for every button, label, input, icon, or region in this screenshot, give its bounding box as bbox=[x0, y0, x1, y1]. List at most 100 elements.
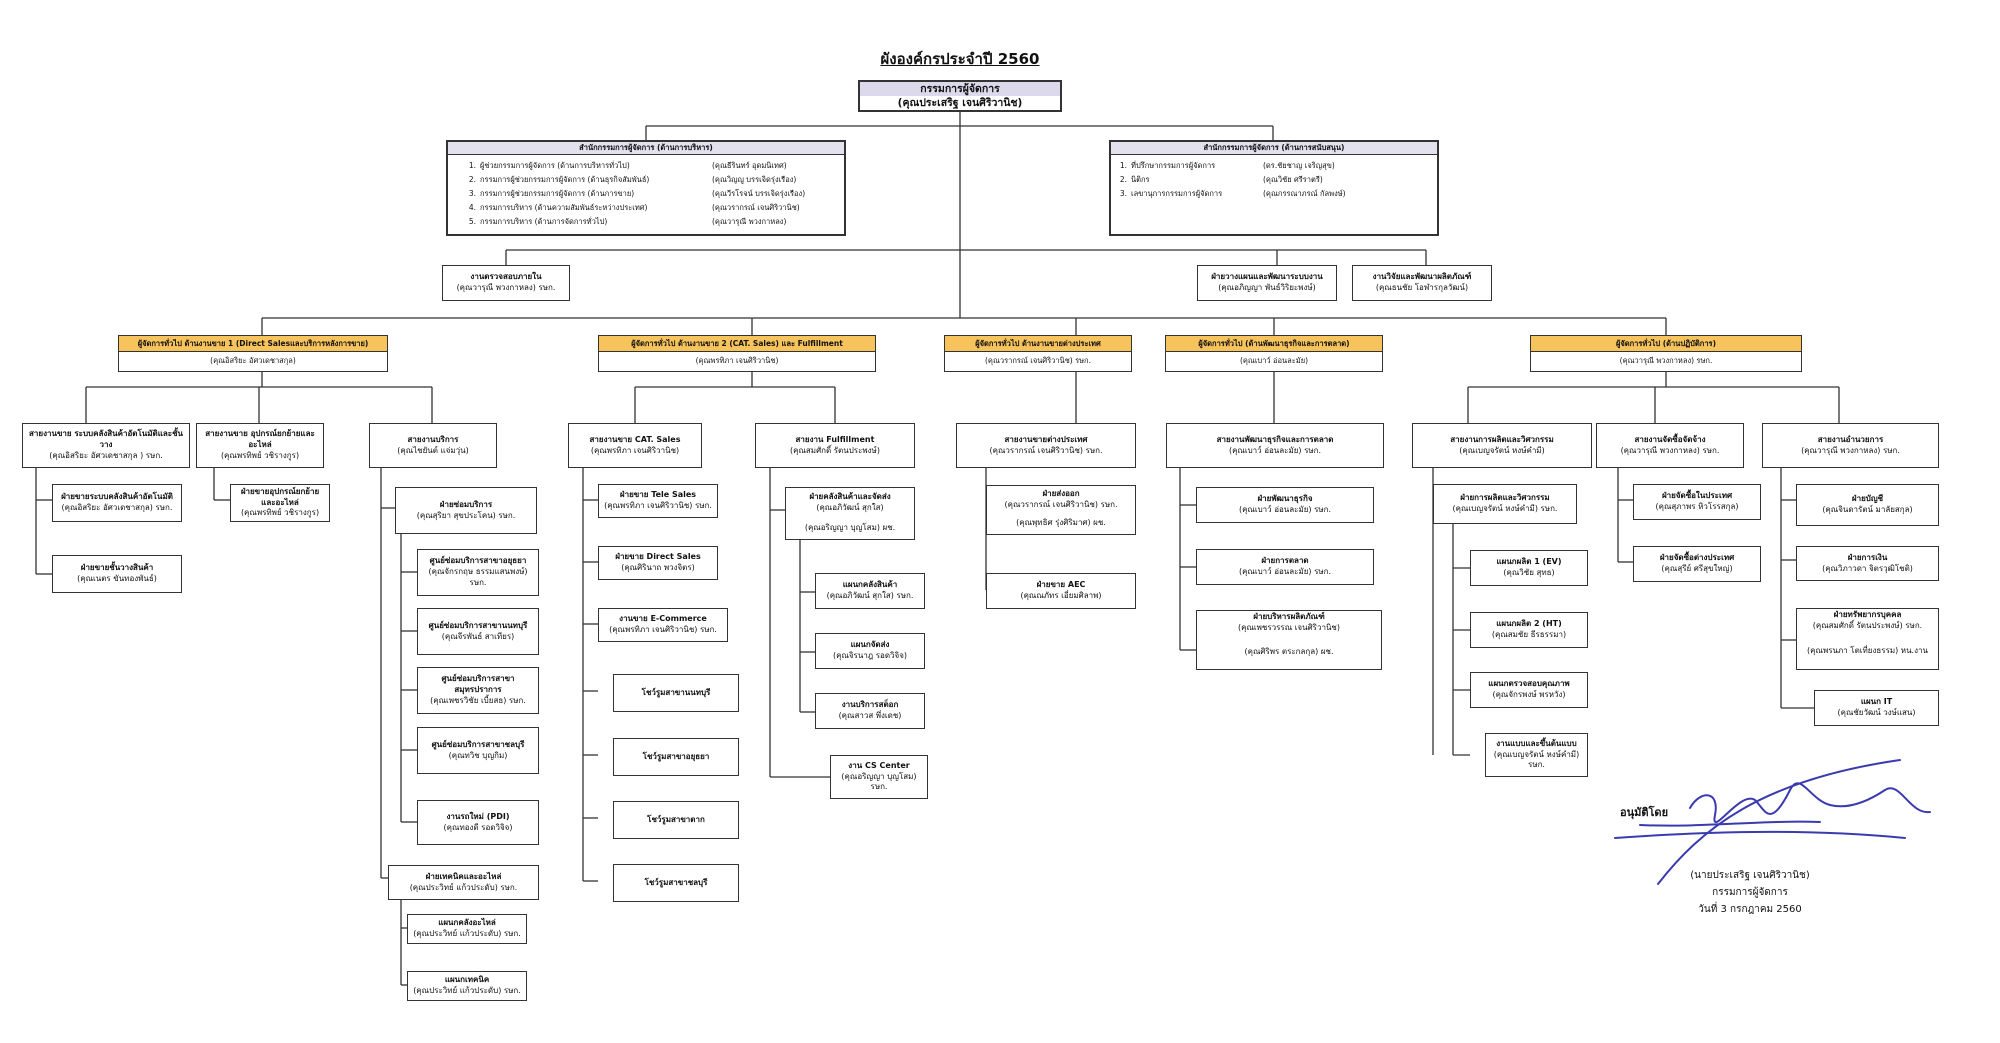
unit-title: ฝ่ายขายอุปกรณ์ยกย้ายและอะไหล่ bbox=[240, 486, 320, 507]
unit-s2-a1: ฝ่ายขาย Tele Sales(คุณพรทิภา เจนศิริวานิ… bbox=[598, 484, 718, 518]
unit-title: ศูนย์ซ่อมบริการสาขานนทบุรี bbox=[428, 620, 528, 630]
row-role: ผู้ช่วยกรรมการผู้จัดการ (ด้านการบริหารทั… bbox=[480, 161, 630, 170]
unit-person: (คุณไชยันต์ แจ่มวุ่น) bbox=[397, 445, 469, 455]
unit-person: (คุณเบาว์ อ่อนละมัย) รษก. bbox=[1238, 505, 1332, 514]
audit-unit: งานตรวจสอบภายใน (คุณวารุณี พวงกาหลง) รษก… bbox=[442, 265, 570, 301]
unit-title: ฝ่ายคลังสินค้าและจัดส่ง bbox=[809, 491, 891, 501]
gm-title: ผู้จัดการทั่วไป ด้านงานขาย 2 (CAT. Sales… bbox=[599, 336, 875, 352]
unit-person: (คุณจักรพงษ์ พรหวัง) bbox=[1492, 690, 1566, 699]
unit-title: แผนกตรวจสอบคุณภาพ bbox=[1488, 679, 1570, 689]
unit-s4-a3: ฝ่ายบริหารผลิตภัณฑ์(คุณเพชรวรรณ เจนศิริว… bbox=[1196, 610, 1382, 635]
office-row: 3. กรรมการผู้ช่วยกรรมการผู้จัดการ (ด้านกา… bbox=[448, 187, 844, 201]
row-role: กรรมการผู้ช่วยกรรมการผู้จัดการ (ด้านการข… bbox=[480, 189, 635, 198]
unit-title: งานวิจัยและพัฒนาผลิตภัณฑ์ bbox=[1372, 272, 1472, 282]
unit-person: (คุณประวิทย์ แก้วประดับ) รษก. bbox=[413, 986, 521, 995]
unit-s2-a7: โชว์รูมสาขาชลบุรี bbox=[613, 864, 739, 902]
row-person: (คุณกรรณาภรณ์ กัลพงษ์) bbox=[1263, 189, 1346, 198]
unit-s5-b1: ฝ่ายจัดซื้อในประเทศ(คุณสุภาพร หิวโรรสกุล… bbox=[1633, 484, 1761, 520]
ceo-title: กรรมการผู้จัดการ bbox=[860, 81, 1060, 96]
unit-title: ฝ่ายบัญชี bbox=[1851, 494, 1884, 504]
unit-title: แผนกผลิต 2 (HT) bbox=[1496, 619, 1562, 629]
gm-box-sales1: ผู้จัดการทั่วไป ด้านงานขาย 1 (Direct Sal… bbox=[118, 335, 388, 372]
unit-person: (คุณสมศักดิ์ รัตนประพงษ์) bbox=[790, 445, 880, 455]
unit-title: สายงานอำนวยการ bbox=[1817, 434, 1884, 444]
gm-title: ผู้จัดการทั่วไป ด้านงานขายต่างประเทศ bbox=[945, 336, 1131, 352]
unit-title: โชว์รูมสาขาอยุธยา bbox=[642, 751, 710, 761]
unit-title: งานขาย E-Commerce bbox=[619, 614, 707, 624]
unit-title: โชว์รูมสาขาตาก bbox=[647, 814, 705, 824]
unit-s3-a1x: (คุณพุทธิศ รุ่งศิริมาศ) ผช. bbox=[986, 513, 1136, 535]
row-num: 1. bbox=[468, 161, 476, 170]
row-num: 4. bbox=[468, 203, 476, 212]
row-person: (คุณวรากรณ์ เจนศิริวานิช) bbox=[712, 203, 800, 212]
unit-title: สายงานพัฒนาธุรกิจและการตลาด bbox=[1216, 434, 1334, 444]
unit-title: ศูนย์ซ่อมบริการสาขาชลบุรี bbox=[431, 739, 525, 749]
unit-s5-c3x: (คุณพรนภา โตเที่ยงธรรม) หน.งาน bbox=[1796, 633, 1939, 670]
unit-s5-b: สายงานจัดซื้อจัดจ้าง(คุณวารุณี พวงกาหลง)… bbox=[1596, 423, 1744, 468]
unit-person: (คุณสมศักดิ์ รัตนประพงษ์) รษก. bbox=[1812, 621, 1923, 630]
unit-s1-c1e: งานรถใหม่ (PDI)(คุณทองดี รอดวิจิจ) bbox=[417, 800, 539, 845]
row-role: เลขานุการกรรมการผู้จัดการ bbox=[1131, 189, 1223, 198]
unit-person: (คุณสุภาพร หิวโรรสกุล) bbox=[1655, 502, 1739, 511]
unit-title: ฝ่ายขายชั้นวางสินค้า bbox=[80, 563, 154, 573]
unit-person: (คุณสมชัย ธีรธรรมา) bbox=[1491, 630, 1567, 639]
unit-s5-c: สายงานอำนวยการ(คุณวารุณี พวงกาหลง) รษก. bbox=[1762, 423, 1939, 468]
unit-person: (คุณวารุณี พวงกาหลง) รษก. bbox=[1620, 445, 1720, 455]
unit-s1-c1b: ศูนย์ซ่อมบริการสาขานนทบุรี(คุณจีรพันธ์ ส… bbox=[417, 608, 539, 655]
unit-person: (คุณณภัทร เอี่ยมศิลาพ) bbox=[1020, 591, 1102, 600]
unit-s2-a2: ฝ่ายขาย Direct Sales(คุณศิรินาถ พวงจิตร) bbox=[598, 546, 718, 580]
gm-person: (คุณวารุณี พวงกาหลง) รษก. bbox=[1619, 356, 1713, 365]
unit-person: (คุณวรากรณ์ เจนศิริวานิช) รษก. bbox=[989, 445, 1103, 455]
unit-person: (คุณอิสริยะ อัศวเดชาสกุล ) รษก. bbox=[49, 450, 163, 460]
gm-box-sales2: ผู้จัดการทั่วไป ด้านงานขาย 2 (CAT. Sales… bbox=[598, 335, 876, 372]
unit-person: (คุณทวิช บุญกิม) bbox=[448, 750, 508, 760]
gm-box-ops: ผู้จัดการทั่วไป (ด้านปฏิบัติการ) (คุณวาร… bbox=[1530, 335, 1802, 372]
unit-s5-b2: ฝ่ายจัดซื้อต่างประเทศ(คุณสุรีย์ ศรีสุขให… bbox=[1633, 546, 1761, 582]
unit-s2-a6: โชว์รูมสาขาตาก bbox=[613, 801, 739, 839]
unit-title: สายงานการผลิตและวิศวกรรม bbox=[1450, 434, 1554, 444]
unit-person: (คุณจินดารัตน์ มาลัยสกุล) bbox=[1822, 505, 1913, 514]
approval-date: วันที่ 3 กรกฎาคม 2560 bbox=[1698, 904, 1802, 915]
unit-person: (คุณพรทิพย์ วชิรางกูร) bbox=[220, 450, 300, 460]
unit-person: (คุณเพชรวิชัย เบี้ยสธ) รษก. bbox=[430, 695, 526, 705]
ceo-box: กรรมการผู้จัดการ (คุณประเสริฐ เจนศิริวาน… bbox=[858, 80, 1062, 112]
unit-title: งานตรวจสอบภายใน bbox=[470, 272, 542, 282]
unit-s5-a1c: แผนกตรวจสอบคุณภาพ(คุณจักรพงษ์ พรหวัง) bbox=[1470, 672, 1588, 708]
unit-title: ฝ่ายทรัพยากรบุคคล bbox=[1833, 610, 1902, 620]
unit-title: แผนกคลังอะไหล่ bbox=[438, 918, 496, 928]
unit-person: (คุณเนตร ขันทองพันธ์) bbox=[77, 574, 157, 583]
unit-title: โชว์รูมสาขานนทบุรี bbox=[641, 687, 711, 697]
unit-person: (คุณเบาว์ อ่อนละมัย) รษก. bbox=[1238, 567, 1332, 576]
unit-s1-c1c: ศูนย์ซ่อมบริการสาขาสมุทรปราการ(คุณเพชรวิ… bbox=[417, 667, 539, 714]
unit-person: (คุณพุทธิศ รุ่งศิริมาศ) ผช. bbox=[1016, 518, 1106, 528]
row-person: (ดร.ชัยชาญ เจริญสุข) bbox=[1263, 161, 1335, 170]
unit-title: สายงานขาย CAT. Sales bbox=[589, 434, 681, 444]
unit-person: (คุณประวิทย์ แก้วประดับ) รษก. bbox=[409, 882, 518, 892]
unit-s4-a1: ฝ่ายพัฒนาธุรกิจ(คุณเบาว์ อ่อนละมัย) รษก. bbox=[1196, 487, 1374, 523]
unit-title: ศูนย์ซ่อมบริการสาขาอยุธยา bbox=[429, 556, 527, 566]
approver-position: กรรมการผู้จัดการ bbox=[1712, 887, 1788, 898]
unit-s5-c4: แผนก IT(คุณชัยวัฒน์ วงษ์แสน) bbox=[1814, 690, 1939, 726]
gm-person: (คุณอิสริยะ อัศวเดชาสกุล) bbox=[210, 356, 296, 365]
unit-s1-a: สายงานขาย ระบบคลังสินค้าอัตโนมัติและชั้น… bbox=[22, 423, 190, 468]
unit-title: ฝ่ายพัฒนาธุรกิจ bbox=[1257, 494, 1313, 504]
office-support-title: สำนักกรรมการผู้จัดการ (ด้านการสนับสนุน) bbox=[1111, 142, 1437, 155]
row-role: กรรมการบริหาร (ด้านความสัมพันธ์ระหว่างปร… bbox=[480, 203, 648, 212]
unit-s2-b: สายงาน Fulfillment(คุณสมศักดิ์ รัตนประพง… bbox=[755, 423, 915, 468]
row-num: 3. bbox=[1119, 189, 1127, 198]
unit-title: ฝ่ายเทคนิคและอะไหล่ bbox=[425, 871, 502, 881]
office-admin-box: สำนักกรรมการผู้จัดการ (ด้านการบริหาร) 1.… bbox=[446, 140, 846, 236]
unit-title: สายงานขาย ระบบคลังสินค้าอัตโนมัติและชั้น… bbox=[29, 429, 183, 450]
unit-person: (คุณอิสริยะ อัศวเดชาสกุล) รษก. bbox=[61, 503, 173, 512]
unit-title: แผนกคลังสินค้า bbox=[842, 580, 898, 590]
ceo-person: (คุณประเสริฐ เจนศิริวานิช) bbox=[897, 97, 1023, 109]
unit-s2-b1: ฝ่ายคลังสินค้าและจัดส่ง(คุณอภิวัฒน์ สุกใ… bbox=[785, 487, 915, 517]
unit-person: (คุณอภิญญา พันธ์วิริยะพงษ์) bbox=[1218, 283, 1316, 292]
unit-s1-a1: ฝ่ายขายระบบคลังสินค้าอัตโนมัติ(คุณอิสริย… bbox=[52, 484, 182, 522]
row-num: 3. bbox=[468, 189, 476, 198]
gm-box-intl: ผู้จัดการทั่วไป ด้านงานขายต่างประเทศ (คุ… bbox=[944, 335, 1132, 372]
unit-person: (คุณวรากรณ์ เจนศิริวานิช) รษก. bbox=[1004, 499, 1118, 509]
row-role: กรรมการผู้ช่วยกรรมการผู้จัดการ (ด้านธุรก… bbox=[480, 175, 650, 184]
approval-label: อนุมัติโดย bbox=[1620, 806, 1669, 819]
